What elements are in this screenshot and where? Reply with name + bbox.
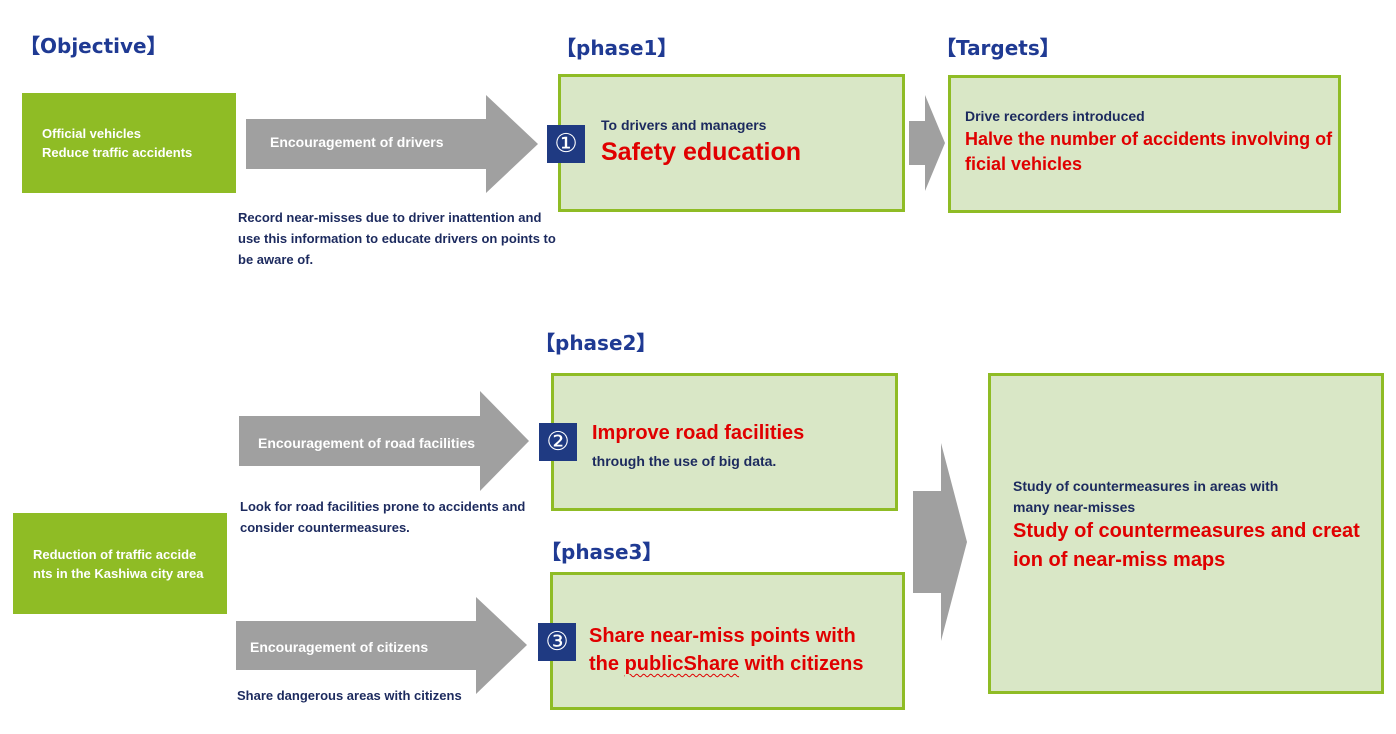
target1-title-line: Halve the number of accidents involving …: [965, 129, 1333, 149]
phase3-title-line: the publicShare with citizens: [589, 650, 864, 678]
target1-title: Halve the number of accidents involving …: [965, 127, 1332, 177]
target2-title-line: ion of near-miss maps: [1013, 549, 1226, 571]
objective-line: Reduction of traffic accide: [33, 546, 197, 562]
arrow-large-shape: [913, 443, 967, 641]
arrow-small-shape: [909, 95, 945, 191]
note-citizens: Share dangerous areas with citizens: [237, 688, 462, 703]
targets-heading: 【Targets】: [936, 36, 1060, 60]
phase2-subtitle: through the use of big data.: [592, 453, 777, 469]
objective-line: nts in the Kashiwa city area: [33, 565, 204, 581]
arrow-citizens-label: Encouragement of citizens: [250, 639, 429, 655]
objective-kashiwa-city: Reduction of traffic accide nts in the K…: [13, 513, 227, 614]
objective-line: Reduce traffic accidents: [42, 145, 193, 160]
target2-subtitle-line: many near-misses: [1013, 499, 1136, 515]
arrow-phases-to-target: [913, 443, 967, 641]
phase3-title-line: Share near-miss points with: [589, 625, 856, 647]
objective-official-vehicles: Official vehicles Reduce traffic acciden…: [22, 93, 236, 193]
arrow-drivers-shape: [246, 95, 538, 193]
target1-subtitle: Drive recorders introduced: [965, 108, 1145, 124]
target2-title-line: Study of countermeasures and creat: [1013, 520, 1360, 542]
note-drivers: Record near-misses due to driver inatten…: [238, 210, 556, 267]
phase3-title-part: with citizens: [739, 653, 864, 675]
arrow-road-facilities: [239, 391, 529, 491]
phase1-title: Safety education: [601, 138, 802, 166]
objective-heading: 【Objective】: [20, 34, 167, 58]
phase2-heading: 【phase2】: [535, 331, 657, 355]
phase1-heading: 【phase1】: [556, 36, 678, 60]
arrow-citizens: [236, 597, 527, 694]
note-road: Look for road facilities prone to accide…: [240, 499, 526, 535]
arrow-drivers: [246, 95, 538, 193]
phase2-box: Improve road facilities through the use …: [551, 373, 898, 511]
phase3-title: Share near-miss points with the publicSh…: [589, 622, 864, 678]
phase2-title: Improve road facilities: [592, 422, 805, 444]
target2-title: Study of countermeasures and creat ion o…: [1013, 517, 1360, 575]
phase1-box: To drivers and managers Safety education: [558, 74, 905, 212]
phase2-badge: ②: [539, 423, 577, 461]
target2-subtitle: Study of countermeasures in areas with m…: [1013, 476, 1278, 518]
phase3-box: Share near-miss points with the publicSh…: [550, 572, 905, 710]
target1-title-line: ficial vehicles: [965, 154, 1083, 174]
arrow-phase1-to-target: [909, 95, 945, 191]
arrow-road-label: Encouragement of road facilities: [258, 435, 476, 451]
phase3-heading: 【phase3】: [541, 540, 663, 564]
target2-subtitle-line: Study of countermeasures in areas with: [1013, 478, 1279, 494]
arrow-citizens-shape: [236, 597, 527, 694]
arrow-road-shape: [239, 391, 529, 491]
phase1-badge: ①: [547, 125, 585, 163]
target1-box: Drive recorders introduced Halve the num…: [948, 75, 1341, 213]
phase1-subtitle: To drivers and managers: [601, 117, 767, 133]
phase3-title-part: the: [589, 653, 625, 675]
phase3-badge: ③: [538, 623, 576, 661]
objective-line: Official vehicles: [42, 126, 141, 141]
arrow-drivers-label: Encouragement of drivers: [270, 134, 444, 150]
phase3-title-misspelled: publicShare: [624, 653, 740, 675]
target2-box: Study of countermeasures in areas with m…: [988, 373, 1384, 694]
